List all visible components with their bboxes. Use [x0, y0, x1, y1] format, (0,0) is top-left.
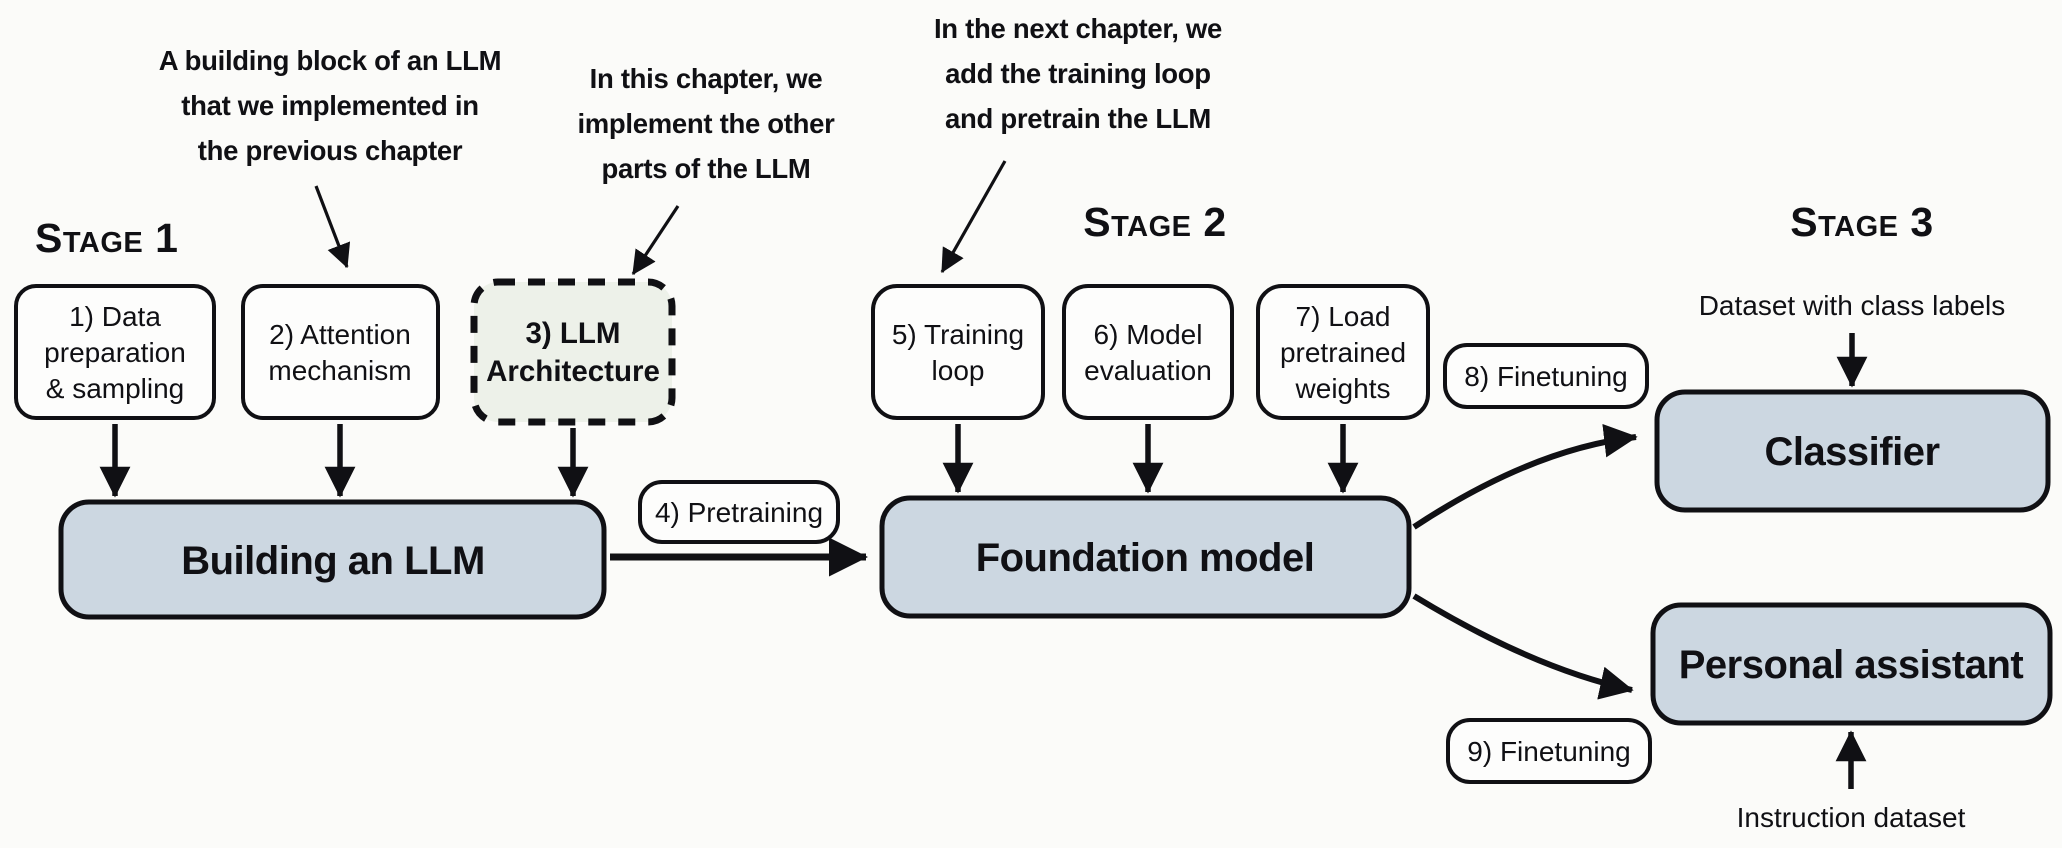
- annotation-line: In the next chapter, we: [934, 13, 1222, 44]
- finetuning-assistant-badge: 9) Finetuning: [1446, 718, 1652, 784]
- annotation-arrow-to-training-loop: [940, 160, 1007, 274]
- step-box-label: 2) Attention: [269, 319, 411, 350]
- step-box-model-evaluation: 6) Model evaluation: [1062, 284, 1234, 420]
- pretraining-label: 4) Pretraining: [655, 497, 823, 528]
- step-box-label: Architecture: [486, 355, 660, 388]
- building-llm-box: Building an LLM: [58, 499, 607, 620]
- step-box-attention-mechanism: 2) Attention mechanism: [241, 284, 440, 420]
- annotation-line: and pretrain the LLM: [945, 103, 1211, 134]
- annotation-line: the previous chapter: [198, 135, 463, 166]
- foundation-model-label: Foundation model: [976, 536, 1315, 580]
- step-box-load-pretrained-weights: 7) Load pretrained weights: [1256, 284, 1430, 420]
- step-box-data-preparation: 1) Data preparation & sampling: [14, 284, 216, 420]
- step-box-label: preparation: [44, 337, 186, 368]
- annotation-next-chapter: In the next chapter, we add the training…: [934, 13, 1222, 274]
- step-box-llm-architecture: 3) LLM Architecture: [470, 278, 676, 426]
- building-llm-outline: [58, 499, 607, 620]
- step-box-label: & sampling: [46, 373, 185, 404]
- building-llm-label: Building an LLM: [181, 539, 485, 583]
- annotation-line: parts of the LLM: [601, 153, 810, 184]
- step-box-outline: [14, 284, 216, 420]
- step-box-label: 6) Model: [1094, 319, 1203, 350]
- finetuning-classifier-badge: 8) Finetuning: [1443, 343, 1649, 409]
- personal-assistant-box: Personal assistant: [1650, 602, 2053, 726]
- step-box-label: loop: [932, 355, 985, 386]
- annotation-arrow-to-llm-architecture: [631, 205, 680, 276]
- arrow-foundation-to-assistant: [1412, 593, 1634, 700]
- annotation-line: add the training loop: [945, 58, 1211, 89]
- stage-3-label: Stage 3: [1790, 199, 1933, 245]
- annotation-line: A building block of an LLM: [159, 45, 502, 76]
- step-box-label: evaluation: [1084, 355, 1212, 386]
- pretraining-outline: [638, 480, 840, 544]
- step-box-outline: [241, 284, 440, 420]
- step-box-label: pretrained: [1280, 337, 1406, 368]
- arrow-foundation-to-classifier: [1412, 423, 1638, 530]
- pretraining-badge: 4) Pretraining: [638, 480, 840, 544]
- annotation-line: that we implemented in: [181, 90, 478, 121]
- step-box-label: 1) Data: [69, 301, 161, 332]
- finetuning-9-label: 9) Finetuning: [1467, 736, 1630, 767]
- stage-2-label: Stage 2: [1083, 199, 1226, 245]
- annotation-building-block: A building block of an LLM that we imple…: [159, 45, 502, 269]
- instruction-dataset-label: Instruction dataset: [1737, 802, 1966, 833]
- step-box-label: mechanism: [268, 355, 411, 386]
- finetuning-9-outline: [1446, 718, 1652, 784]
- step-box-label: 5) Training: [892, 319, 1024, 350]
- finetuning-8-outline: [1443, 343, 1649, 409]
- step-box-label: weights: [1295, 373, 1391, 404]
- step-box-outline: [1256, 284, 1430, 420]
- annotation-line: In this chapter, we: [590, 63, 823, 94]
- classifier-box: Classifier: [1654, 389, 2051, 513]
- personal-assistant-outline: [1650, 602, 2053, 726]
- classifier-outline: [1654, 389, 2051, 513]
- step-box-label: 7) Load: [1296, 301, 1391, 332]
- annotation-line: implement the other: [577, 108, 835, 139]
- class-dataset-label: Dataset with class labels: [1699, 290, 2006, 321]
- personal-assistant-label: Personal assistant: [1679, 643, 2024, 687]
- foundation-model-outline: [879, 495, 1412, 619]
- annotation-this-chapter: In this chapter, we implement the other …: [577, 63, 835, 276]
- step-box-label: 3) LLM: [525, 317, 620, 350]
- classifier-label: Classifier: [1764, 430, 1939, 474]
- finetuning-8-label: 8) Finetuning: [1464, 361, 1627, 392]
- step-box-outline: [871, 284, 1045, 420]
- step-box-training-loop: 5) Training loop: [871, 284, 1045, 420]
- step-box-outline: [1062, 284, 1234, 420]
- step-box-outline-dashed: [470, 278, 676, 426]
- stage-1-label: Stage 1: [35, 215, 178, 261]
- foundation-model-box: Foundation model: [879, 495, 1412, 619]
- annotation-arrow-to-attention: [314, 185, 351, 269]
